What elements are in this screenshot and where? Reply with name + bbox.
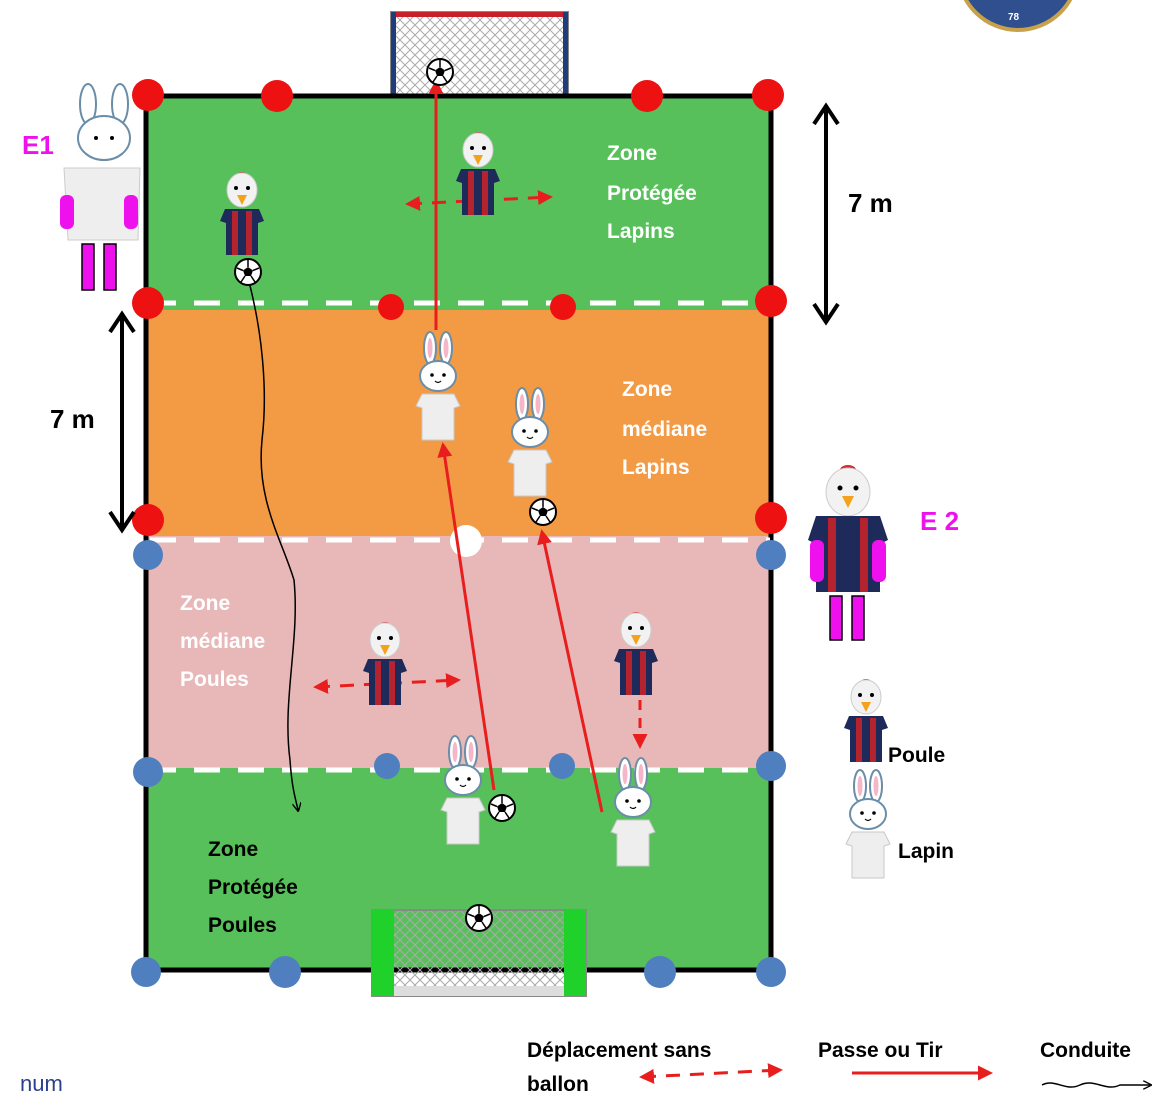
- cone-red: [132, 79, 164, 111]
- cone-blue: [133, 540, 163, 570]
- arrow-legend: Déplacement sans ballon Passe ou Tir Con…: [527, 1039, 1150, 1096]
- distance-right: 7 m: [812, 102, 893, 326]
- zone-median-rabbits: [146, 310, 771, 536]
- key-poule-label: Poule: [888, 744, 945, 767]
- key-chicken-icon: [843, 678, 889, 763]
- cone-red: [755, 285, 787, 317]
- dribble-path: [247, 277, 298, 810]
- ball: [234, 258, 262, 286]
- cone-blue: [131, 957, 161, 987]
- club-logo: 78: [963, 0, 1073, 32]
- legend-dribble-label: Conduite: [1040, 1039, 1131, 1062]
- ball: [529, 498, 557, 526]
- cone-red: [261, 80, 293, 112]
- cone-blue: [374, 753, 400, 779]
- distance-left: 7 m: [50, 310, 136, 534]
- zone-median-chickens: [146, 536, 771, 768]
- legend-dribble-arrow: [1041, 1083, 1150, 1087]
- cone-blue: [644, 956, 676, 988]
- zone-midtop-label: Zone médiane Lapins: [622, 378, 713, 479]
- legend-move-label-2: ballon: [527, 1073, 589, 1096]
- cone-red: [378, 294, 404, 320]
- ball: [465, 904, 493, 932]
- key-rabbit-icon: [845, 769, 891, 879]
- distance-right-label: 7 m: [848, 188, 893, 218]
- coach-e1: E1: [22, 83, 141, 291]
- pass-arrow: [537, 529, 604, 813]
- distance-left-label: 7 m: [50, 404, 95, 434]
- cone-blue: [756, 751, 786, 781]
- logo-number: 78: [1008, 12, 1020, 23]
- pass-arrow: [437, 442, 496, 791]
- legend-pass-label: Passe ou Tir: [818, 1039, 943, 1062]
- cone-blue: [756, 957, 786, 987]
- cone-red: [132, 287, 164, 319]
- ball: [488, 794, 516, 822]
- team-e2-label: E 2: [920, 506, 959, 536]
- cone-blue: [549, 753, 575, 779]
- key-lapin-label: Lapin: [898, 840, 954, 863]
- legend-move-label-1: Déplacement sans: [527, 1039, 711, 1062]
- cone-red: [631, 80, 663, 112]
- zone-bottom-label: Zone Protégée Poules: [208, 838, 304, 937]
- footer-text: num: [20, 1071, 63, 1096]
- coach-e2: E 2: [808, 465, 959, 641]
- legend-move-arrow: [639, 1063, 783, 1084]
- blue-cones: [131, 540, 786, 988]
- red-cones: [132, 79, 787, 536]
- team-e1-label: E1: [22, 130, 54, 160]
- cone-red: [755, 502, 787, 534]
- cone-blue: [756, 540, 786, 570]
- zone-top-label: Zone Protégée Lapins: [607, 142, 703, 243]
- cone-blue: [269, 956, 301, 988]
- zone-midbottom-label: Zone médiane Poules: [180, 592, 271, 691]
- ball: [426, 58, 454, 86]
- cone-red: [752, 79, 784, 111]
- cone-red: [550, 294, 576, 320]
- player-key: Poule Lapin: [843, 678, 954, 879]
- cone-red: [132, 504, 164, 536]
- cone-blue: [133, 757, 163, 787]
- top-goal: [390, 11, 569, 101]
